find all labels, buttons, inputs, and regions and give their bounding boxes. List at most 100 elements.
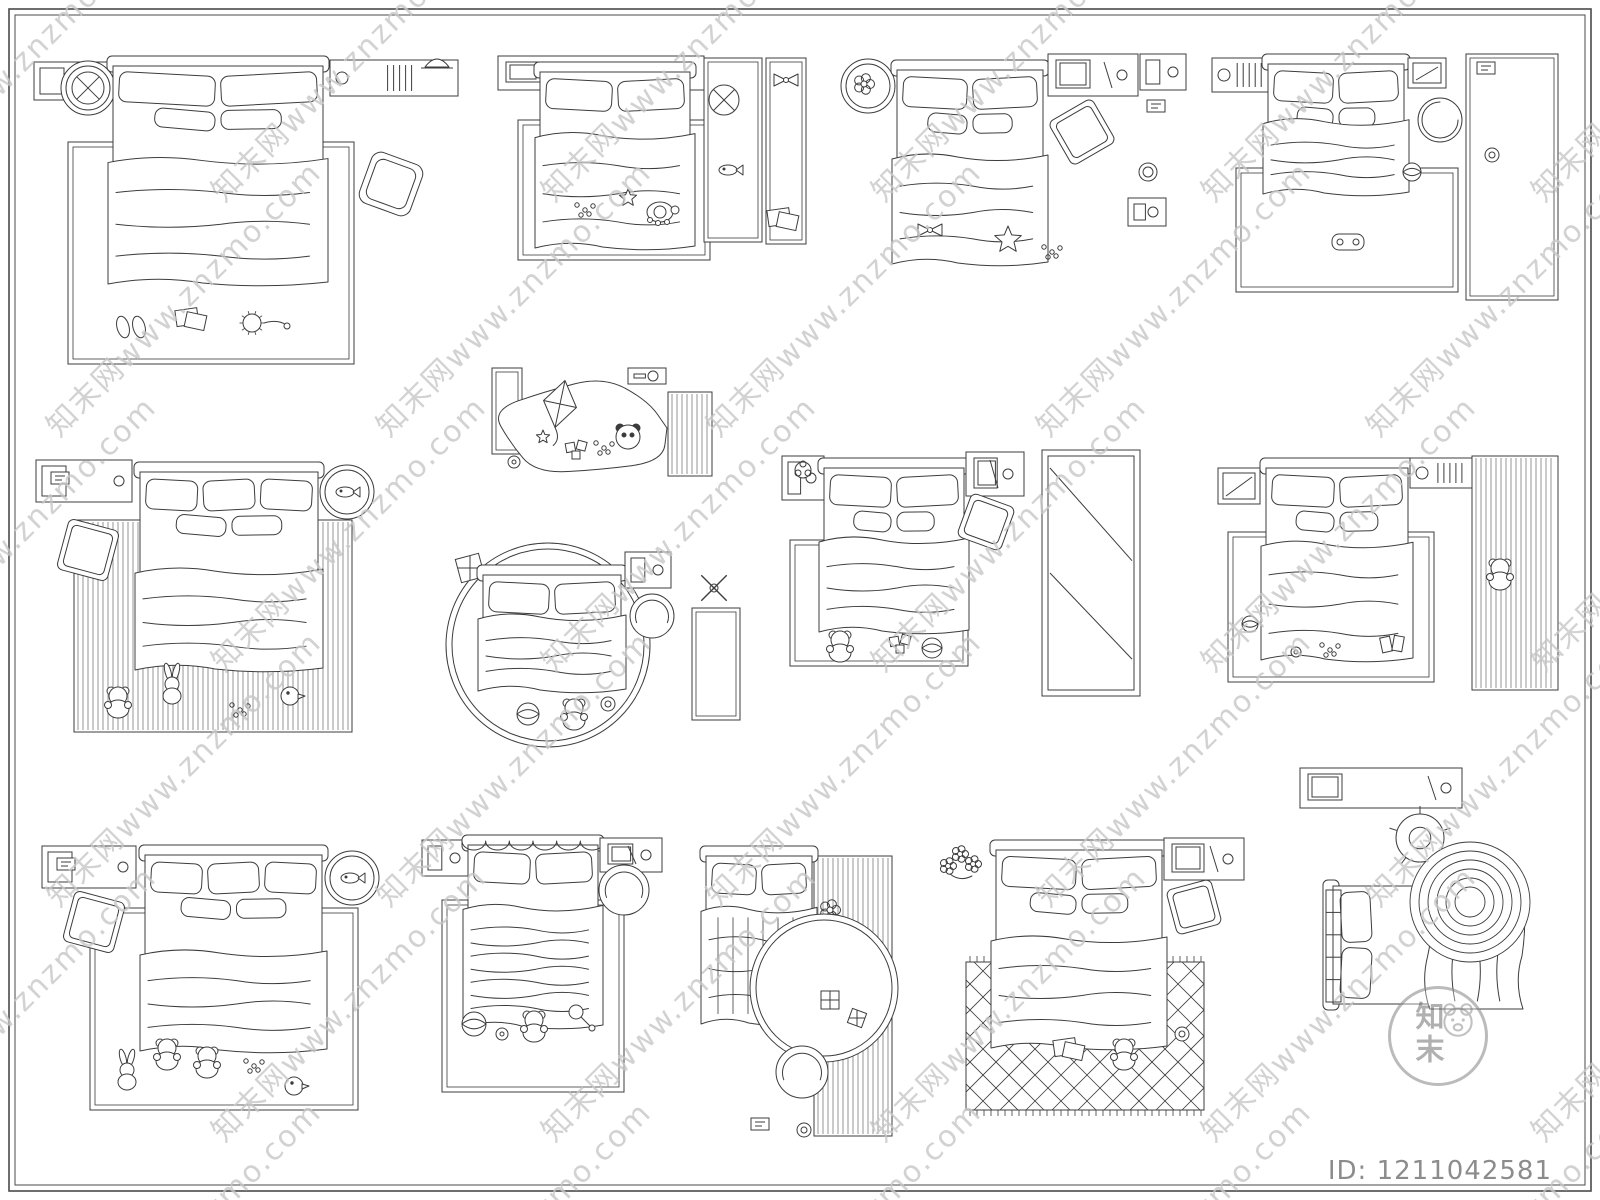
pillow [853,510,892,533]
pillow [1339,947,1373,999]
fish [335,486,361,498]
toy [600,696,616,712]
toy [1484,147,1500,163]
pillow [220,109,282,130]
ball [921,637,943,659]
pillow [202,478,256,512]
chick [284,1076,310,1096]
book [766,207,800,232]
bed [133,461,325,673]
panel [691,607,741,721]
blanket [990,935,1168,1051]
ladder [1325,889,1342,1003]
bed-block-mid-right [1217,455,1559,691]
blanket [477,613,627,694]
card [750,1117,770,1131]
desk [1163,837,1245,881]
pillow [554,581,616,615]
nightstand [1139,53,1187,91]
dots [243,1058,265,1074]
chair [1166,879,1222,935]
pillow [761,862,807,896]
dots [593,440,615,456]
pillow [927,112,968,135]
book [1052,1037,1086,1062]
canopy [461,840,605,851]
pillow [1338,70,1399,104]
bunny [162,662,182,705]
toy [507,455,521,469]
bed-block-bottom-3 [699,845,899,1138]
bed [138,844,329,1054]
nightstand [421,839,469,877]
pillow [207,861,260,895]
bed [1259,457,1415,663]
bed [476,564,628,694]
bunny [117,1048,137,1091]
bed-block-bottom-right [1299,767,1531,1011]
bow [917,223,943,237]
card [1146,99,1166,113]
chair [957,493,1015,551]
ball [516,702,540,726]
circlex [71,71,105,105]
pillow [711,862,757,896]
pillow [972,76,1038,110]
blanket [891,153,1049,267]
teddy [1110,1038,1138,1071]
hat [421,58,453,69]
dots [1041,244,1063,260]
teddy [826,630,854,663]
pillow [1001,855,1077,891]
teddy [153,1038,181,1071]
bed [533,61,697,251]
fan [700,574,728,602]
pillow [235,898,287,919]
plant [794,460,812,479]
star [994,225,1022,252]
teddy [1486,558,1514,591]
rug-stripes-v [667,391,713,477]
pillow [145,478,199,512]
pillow [972,113,1013,134]
nightstand [41,845,137,889]
bed [890,59,1050,267]
nightstand [35,459,133,503]
toy [1138,162,1158,182]
pillow [1271,474,1335,508]
panel [703,57,763,243]
bed-block-bottom-2 [421,834,663,1093]
toy [796,1122,812,1138]
bed-block-mid-2 [445,542,741,748]
pillow [1295,510,1335,533]
teddy [193,1046,221,1079]
blanket [462,903,604,1030]
domino [1379,634,1405,654]
gift [820,990,840,1010]
nightstand [624,551,672,589]
shelf [1409,457,1473,489]
pillow [150,861,203,895]
chair [63,891,125,953]
round-chair [598,864,650,916]
pillow [617,78,685,112]
dots [229,702,251,718]
toy [1290,646,1302,658]
pillow [1339,474,1403,508]
nightstand [1127,197,1167,227]
card [50,471,70,485]
fish [340,872,366,884]
pillow [220,71,318,107]
pompom [239,310,291,336]
rug-round [749,913,899,1063]
drawing-frame [8,8,1592,1192]
card [56,857,76,871]
round-chair [775,1045,829,1099]
blanket [1260,540,1414,663]
stool [1417,97,1463,143]
pillow [264,861,317,895]
kite [543,380,577,446]
rattle [568,1004,596,1032]
